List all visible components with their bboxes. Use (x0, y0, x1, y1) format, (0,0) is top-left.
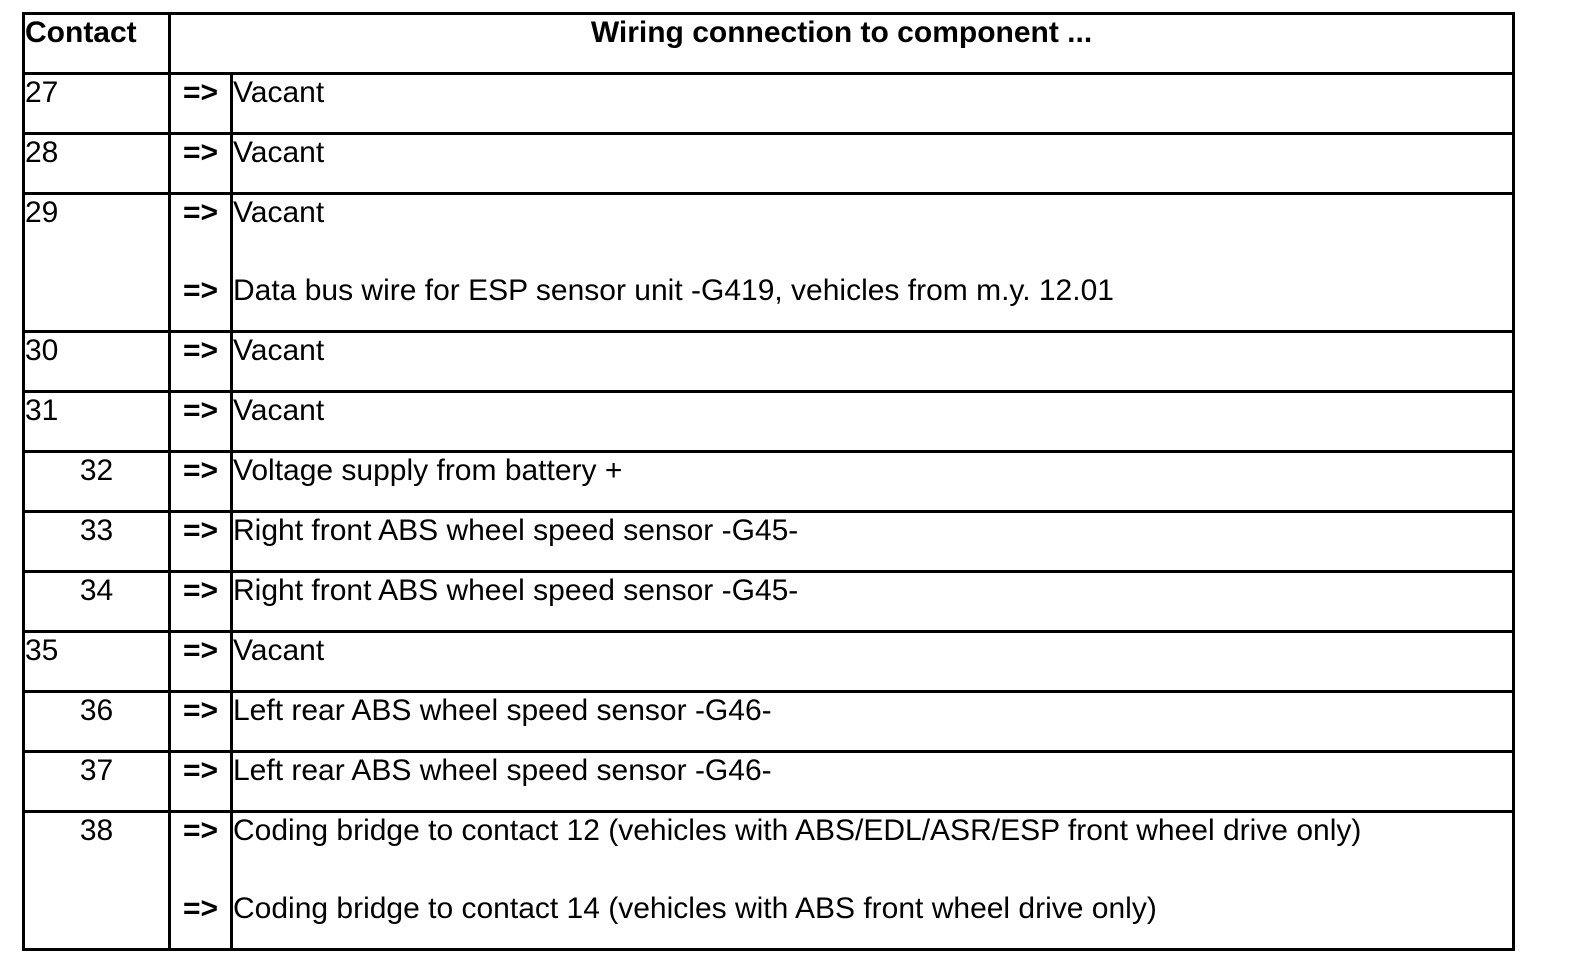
arrow-cell: => (168, 750, 233, 813)
description-cell: Right front ABS wheel speed sensor -G45- (230, 510, 1515, 573)
wiring-description: Left rear ABS wheel speed sensor -G46- (233, 694, 772, 728)
table-row: 34 => Right front ABS wheel speed sensor -… (22, 570, 1515, 633)
wiring-description: Right front ABS wheel speed sensor -G45- (233, 574, 799, 608)
wiring-description: Vacant (233, 196, 325, 230)
description-cell: Vacant (230, 390, 1515, 453)
table-row: 33 => Right front ABS wheel speed sensor -… (22, 510, 1515, 573)
arrow-right-icon: => (182, 76, 219, 110)
wiring-description: Coding bridge to contact 14 (vehicles wi… (233, 892, 1157, 925)
wiring-connection-table: Contact Wiring connection to component .… (22, 12, 1515, 951)
arrow-right-icon: => (182, 274, 219, 307)
table-row: 38 => => Coding bridge to contact 12 (vehic… (22, 810, 1515, 951)
table-row: 30 => Vacant (22, 330, 1515, 393)
arrow-cell: => (168, 570, 233, 633)
arrow-right-icon: => (182, 892, 219, 925)
table-row: 36 => Left rear ABS wheel speed sensor -G4… (22, 690, 1515, 753)
arrow-right-icon: => (182, 574, 219, 608)
arrow-right-icon: => (182, 814, 219, 848)
table-row: 27 => Vacant (22, 72, 1515, 135)
wiring-description: Vacant (233, 334, 325, 368)
arrow-cell: => (168, 390, 233, 453)
description-cell: Vacant (230, 630, 1515, 693)
wiring-description: Data bus wire for ESP sensor unit -G419,… (233, 274, 1114, 307)
contact-number-cell: 30 (22, 330, 171, 393)
arrow-right-icon: => (182, 334, 219, 368)
wiring-description: Vacant (233, 394, 325, 428)
contact-number-cell: 34 (22, 570, 171, 633)
arrow-cell: => => (168, 192, 233, 333)
arrow-right-icon: => (182, 634, 219, 668)
arrow-right-icon: => (182, 694, 219, 728)
description-cell: Right front ABS wheel speed sensor -G45- (230, 570, 1515, 633)
arrow-cell: => (168, 330, 233, 393)
contact-number-cell: 29 (22, 192, 171, 333)
arrow-cell: => (168, 690, 233, 753)
table-row: 32 => Voltage supply from battery + (22, 450, 1515, 513)
wiring-description: Vacant (233, 634, 325, 668)
contact-number-cell: 37 (22, 750, 171, 813)
description-cell: Vacant (230, 330, 1515, 393)
description-cell: Left rear ABS wheel speed sensor -G46- (230, 750, 1515, 813)
arrow-cell: => (168, 72, 233, 135)
wiring-description: Coding bridge to contact 12 (vehicles wi… (233, 814, 1362, 848)
table-row: 37 => Left rear ABS wheel speed sensor -G4… (22, 750, 1515, 813)
arrow-cell: => (168, 630, 233, 693)
arrow-right-icon: => (182, 196, 219, 230)
contact-number-cell: 32 (22, 450, 171, 513)
contact-number-cell: 33 (22, 510, 171, 573)
description-cell: Left rear ABS wheel speed sensor -G46- (230, 690, 1515, 753)
arrow-cell: => => (168, 810, 233, 951)
table-row: 35 => Vacant (22, 630, 1515, 693)
contact-number-cell: 38 (22, 810, 171, 951)
contact-column-header: Contact (22, 12, 171, 75)
description-cell: Vacant (230, 132, 1515, 195)
contact-number-cell: 27 (22, 72, 171, 135)
table-row: 28 => Vacant (22, 132, 1515, 195)
table-header-row: Contact Wiring connection to component .… (22, 12, 1515, 75)
wiring-description: Vacant (233, 136, 325, 170)
wiring-description: Left rear ABS wheel speed sensor -G46- (233, 754, 772, 788)
table-row: 31 => Vacant (22, 390, 1515, 453)
arrow-cell: => (168, 132, 233, 195)
description-cell: Vacant (230, 72, 1515, 135)
wiring-description: Right front ABS wheel speed sensor -G45- (233, 514, 799, 548)
wiring-description: Voltage supply from battery + (233, 454, 623, 488)
arrow-right-icon: => (182, 754, 219, 788)
arrow-cell: => (168, 510, 233, 573)
contact-number-cell: 31 (22, 390, 171, 453)
arrow-cell: => (168, 450, 233, 513)
wiring-description: Vacant (233, 76, 325, 110)
description-cell: Voltage supply from battery + (230, 450, 1515, 513)
arrow-right-icon: => (182, 394, 219, 428)
contact-number-cell: 35 (22, 630, 171, 693)
contact-number-cell: 28 (22, 132, 171, 195)
wiring-column-header: Wiring connection to component ... (168, 12, 1515, 75)
arrow-right-icon: => (182, 514, 219, 548)
arrow-right-icon: => (182, 454, 219, 488)
description-cell: Coding bridge to contact 12 (vehicles wi… (230, 810, 1515, 951)
contact-number-cell: 36 (22, 690, 171, 753)
arrow-right-icon: => (182, 136, 219, 170)
